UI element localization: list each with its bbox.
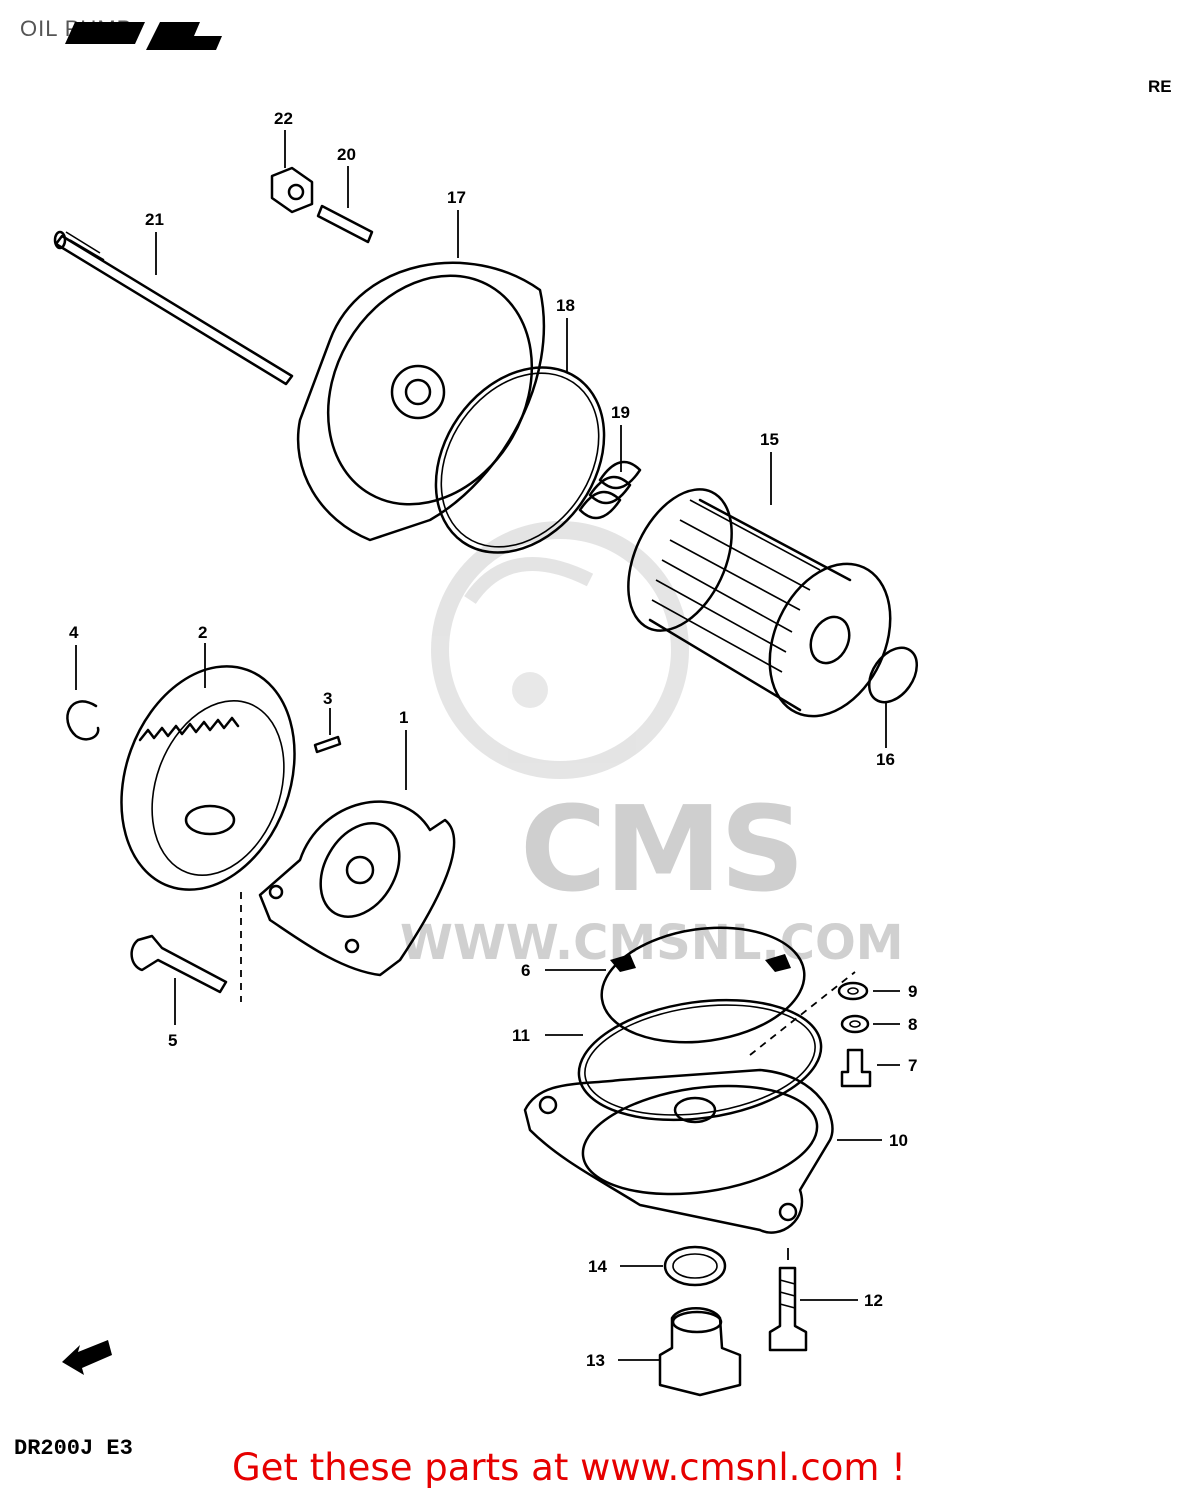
part-3-pin [313,708,342,754]
callout-10: 10 [889,1131,908,1150]
part-7-screw [840,1048,900,1088]
callout-18: 18 [556,296,575,315]
part-6-strainer [545,926,806,1044]
part-11-gasket [545,998,823,1122]
part-21-stud [53,230,294,386]
part-2-drive-gear [120,643,296,891]
callout-2: 2 [198,623,207,642]
part-19-spring [578,425,642,520]
part-15-oil-filter [627,452,892,718]
callout-4: 4 [69,623,79,642]
callout-9: 9 [908,982,917,1001]
part-18-o-ring [434,318,606,554]
callout-19: 19 [611,403,630,422]
part-20-short-stud [316,166,374,244]
corner-mark: RE [1148,77,1172,96]
watermark-brand: CMS [520,780,805,918]
part-17-filter-cover [296,210,546,542]
callout-3: 3 [323,689,332,708]
part-4-circlip [66,645,100,741]
part-16-small-o-ring [867,646,919,748]
callout-13: 13 [586,1351,605,1370]
callout-20: 20 [337,145,356,164]
part-22-nut [270,130,314,214]
callout-17: 17 [447,188,466,207]
header-logo-mark [65,22,222,50]
part-1-oil-pump-body [258,730,456,977]
part-9-washer [837,981,900,1001]
watermark-mascot [431,521,689,779]
shop-parts-link[interactable]: Get these parts at www.cmsnl.com ! [232,1446,907,1489]
callout-16: 16 [876,750,895,769]
part-13-drain-plug [618,1307,742,1397]
front-arrow-icon [62,1340,112,1375]
part-5-bolt [130,892,242,1025]
part-8-washer [840,1014,900,1034]
part-14-drain-washer [620,1245,727,1287]
callout-15: 15 [760,430,779,449]
callout-5: 5 [168,1031,177,1050]
callout-6: 6 [521,961,530,980]
callout-1: 1 [399,708,408,727]
callout-8: 8 [908,1015,917,1034]
watermark-url: WWW.CMSNL.COM [400,915,904,971]
callout-7: 7 [908,1056,917,1075]
callout-22: 22 [274,109,293,128]
callout-11: 11 [512,1026,530,1045]
callout-12: 12 [864,1291,883,1310]
part-12-bolt [768,1248,858,1352]
callout-14: 14 [588,1257,607,1276]
part-10-sump-cover [523,971,882,1234]
model-code: DR200J E3 [14,1436,133,1461]
callout-21: 21 [145,210,164,229]
